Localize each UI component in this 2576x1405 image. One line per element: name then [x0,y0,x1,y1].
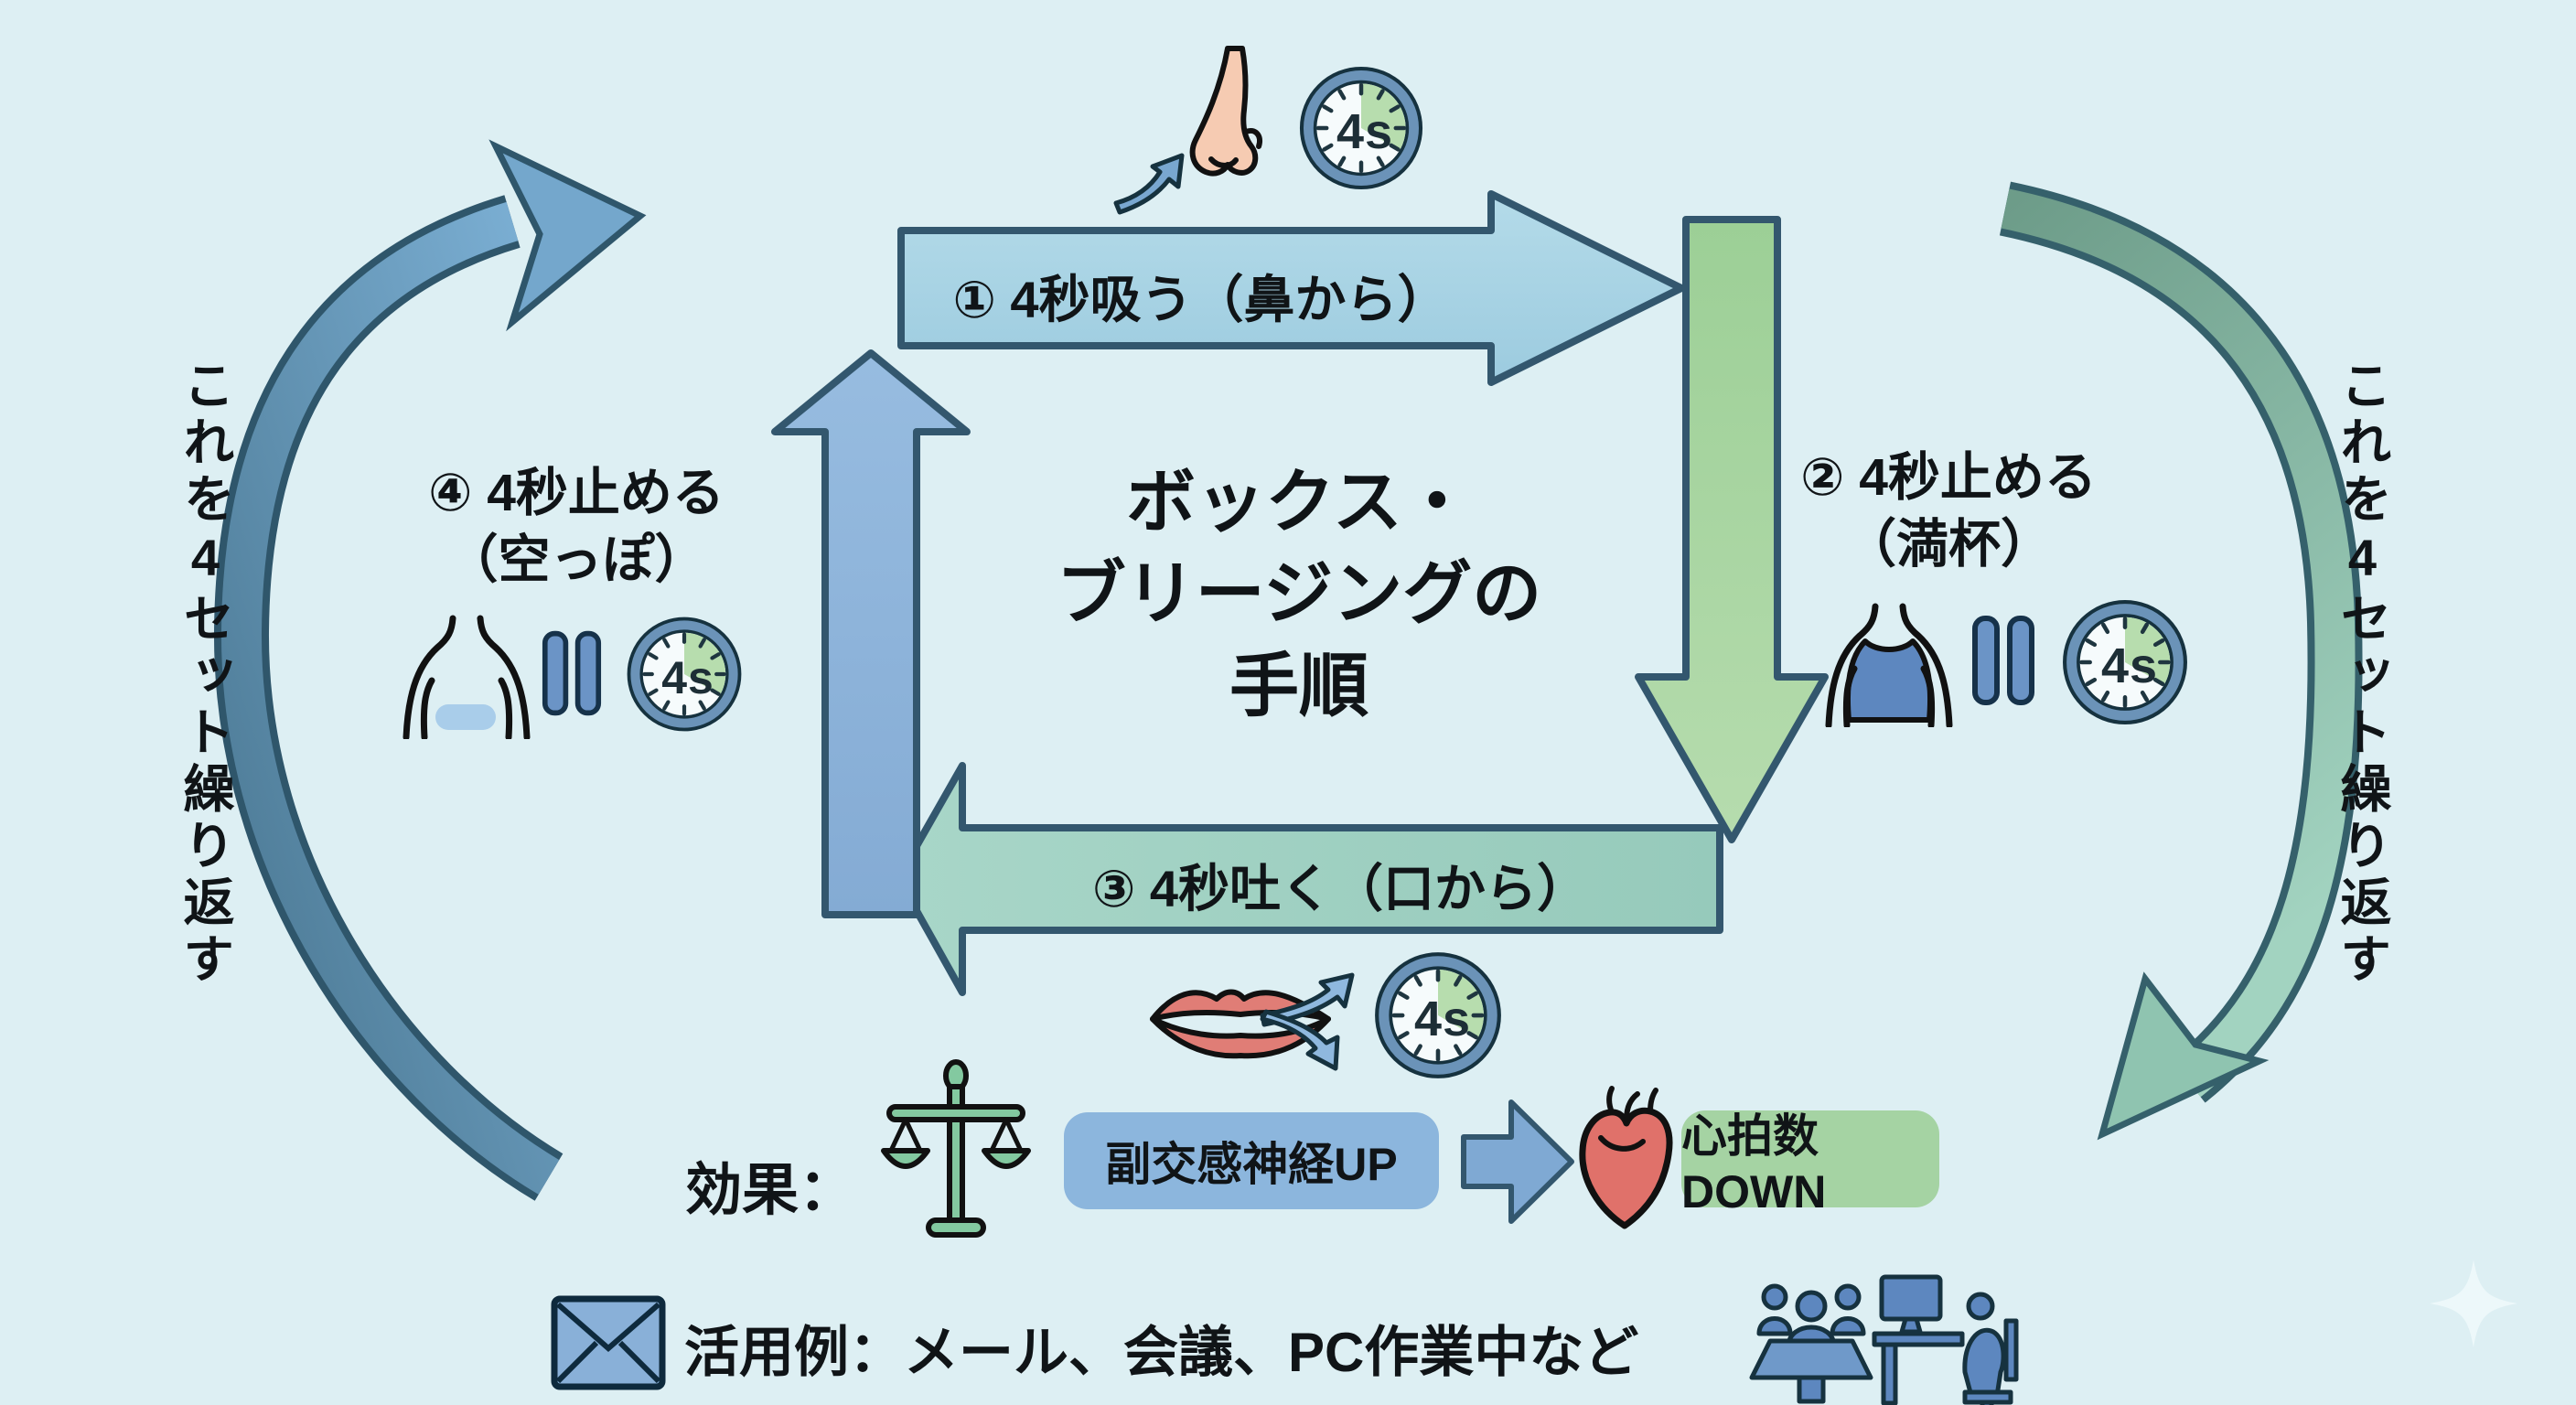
timer-value: 4s [1413,992,1472,1046]
nose-icon [1189,46,1262,177]
page-title: ボックス・ ブリージングの 手順 [1056,464,1542,725]
pause-icon [1975,618,2032,702]
effects-label: 効果： [684,1159,855,1222]
step2-label-line2: （満杯） [1844,514,2053,574]
step1-label: ① 4秒吸う（鼻から） [952,271,1449,328]
pause-icon [545,634,598,713]
right-arrow-icon [1461,1099,1574,1224]
effect-heart-rate-badge: 心拍数DOWN [1681,1110,1939,1217]
step2-label: ② 4秒止める （満杯） [1743,445,2154,578]
effect-parasympathetic-badge: 副交感神経UP [1064,1112,1439,1209]
repeat-note-right: これを4セット繰り返す [2334,359,2391,989]
envelope-icon [551,1295,666,1390]
step4-label: ④ 4秒止める （空っぽ） [366,460,787,594]
repeat-arc-left [213,139,647,1201]
step4-label-line1: ④ 4秒止める [428,464,724,522]
exhale-arrows-icon [1260,972,1355,1071]
repeat-arc-right [1999,181,2363,1141]
sparkle-icon [2430,1260,2517,1347]
step3-arrow [895,762,1723,996]
step4-arrow [771,349,971,918]
step2-label-line1: ② 4秒止める [1800,448,2097,507]
timer-value: 4s [661,652,714,703]
timer-value: 4s [1336,104,1394,159]
meeting-icon [1749,1283,1873,1404]
lungs-empty-icon [406,618,527,737]
inhale-arrow-icon [1113,153,1185,215]
usage-examples-label: 活用例：メール、会議、PC作業中など [684,1322,1639,1383]
timer-value: 4s [2100,638,2159,693]
pc-work-icon [1872,1274,2019,1405]
step1-arrow [897,190,1685,386]
step3-label: ③ 4秒吐く（口から） [1091,860,1589,917]
heart-icon [1579,1086,1673,1229]
repeat-note-left: これを4セット繰り返す [177,359,234,989]
step2-arrow [1635,216,1829,843]
balance-scale-icon [881,1059,1031,1238]
lungs-full-icon [1829,606,1949,725]
step4-label-line2: （空っぽ） [445,530,707,589]
